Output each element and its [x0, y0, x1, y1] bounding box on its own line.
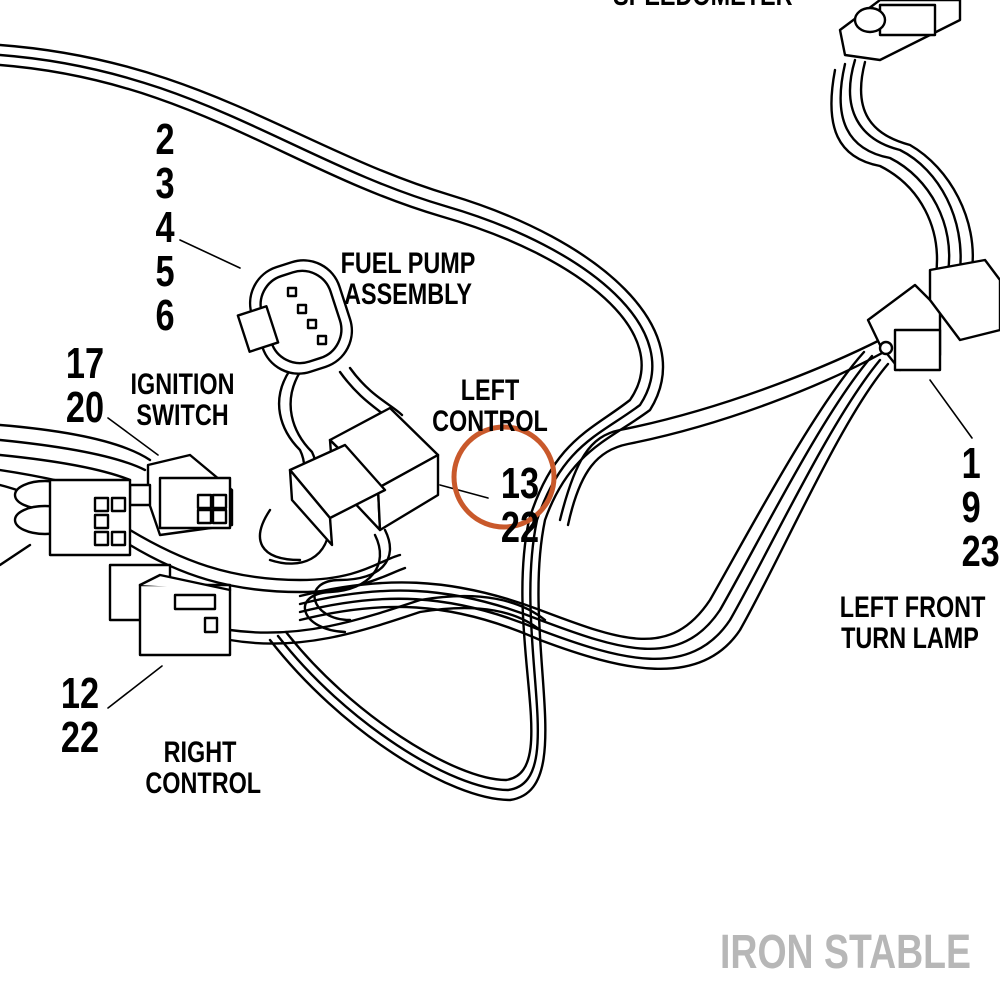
speedometer-label-text: SPEEDOMETER	[613, 0, 792, 12]
turn-lamp-callouts: 1 9 23	[962, 442, 1000, 574]
turn-lamp-caption: LEFT FRONT TURN LAMP	[839, 591, 986, 655]
caption-line: FUEL PUMP	[340, 247, 476, 280]
callout-number: 23	[961, 527, 1000, 576]
caption-line: TURN LAMP	[841, 622, 979, 655]
left-control-connector	[288, 406, 440, 547]
callout-number: 6	[155, 291, 175, 340]
caption-line: LEFT	[460, 374, 520, 407]
callout-number: 1	[961, 439, 981, 488]
right-control-connector	[108, 563, 232, 657]
leader-lines	[107, 239, 973, 709]
callout-number: 5	[155, 247, 175, 296]
center-bundle	[128, 508, 547, 645]
caption-line: RIGHT	[163, 736, 237, 769]
callout-number: 4	[155, 203, 175, 252]
right-control-caption: RIGHT CONTROL	[145, 736, 262, 800]
speedometer-label: SPEEDOMETER	[613, 0, 792, 11]
callout-number: 2	[155, 115, 175, 164]
caption-line: CONTROL	[145, 767, 262, 800]
right-control-callouts: 12 22	[57, 672, 104, 760]
turn-lamp-wires	[298, 338, 890, 670]
callout-number: 17	[65, 339, 105, 388]
ignition-switch-connector	[128, 453, 234, 537]
ignition-callouts: 17 20	[62, 342, 109, 430]
callout-number: 20	[65, 383, 105, 432]
callout-number: 12	[60, 669, 100, 718]
highlight-circle	[451, 424, 557, 530]
caption-line: SWITCH	[136, 399, 229, 432]
right-upper-branch	[830, 58, 974, 277]
fuel-pump-connector	[236, 259, 354, 375]
caption-line: IGNITION	[130, 368, 235, 401]
caption-line: CONTROL	[432, 405, 548, 438]
left-bundle-connector	[13, 478, 132, 557]
callout-number: 3	[155, 159, 175, 208]
left-control-caption: LEFT CONTROL	[432, 375, 549, 437]
callout-number: 9	[961, 483, 981, 532]
watermark: IRON STABLE	[720, 926, 971, 979]
left-control-callouts: 13 22	[497, 462, 544, 550]
turn-lamp-connector	[866, 258, 1000, 372]
callout-number: 13	[500, 459, 540, 508]
caption-line: ASSEMBLY	[344, 278, 472, 311]
fuel-pump-callouts: 2 3 4 5 6	[149, 118, 180, 338]
fuel-pump-caption: FUEL PUMP ASSEMBLY	[338, 248, 478, 310]
ignition-caption: IGNITION SWITCH	[130, 369, 235, 431]
callout-number: 22	[60, 713, 100, 762]
upper-right-connector	[838, 0, 962, 62]
caption-line: LEFT FRONT	[839, 591, 986, 624]
callout-number: 22	[500, 503, 540, 552]
